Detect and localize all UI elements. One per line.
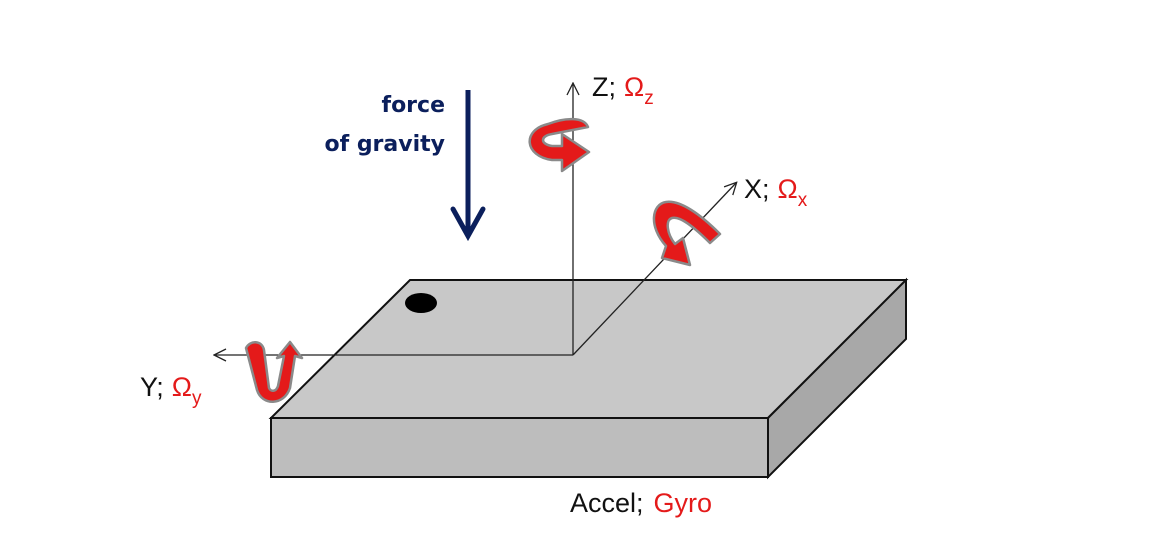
down-arrowhead-icon	[450, 206, 486, 242]
gravity-label-line2: of gravity	[324, 132, 445, 157]
gravity-label-line1: force	[382, 93, 446, 118]
rotation-x-icon	[652, 200, 722, 267]
board-front-face	[270, 417, 769, 478]
x-axis-line	[572, 183, 736, 356]
board-side-face	[767, 277, 907, 480]
rotation-y-icon	[244, 340, 304, 403]
sensor-board	[268, 277, 909, 480]
pin1-dot-icon	[405, 293, 437, 313]
caption: Accel;Gyro	[570, 488, 712, 518]
rotation-z-icon	[528, 117, 591, 173]
x-axis-label: X;Ωx	[744, 174, 808, 211]
gravity-group: force of gravity	[324, 90, 486, 242]
z-axis-label: Z;Ωz	[592, 72, 654, 109]
y-axis-label: Y;Ωy	[140, 372, 202, 409]
